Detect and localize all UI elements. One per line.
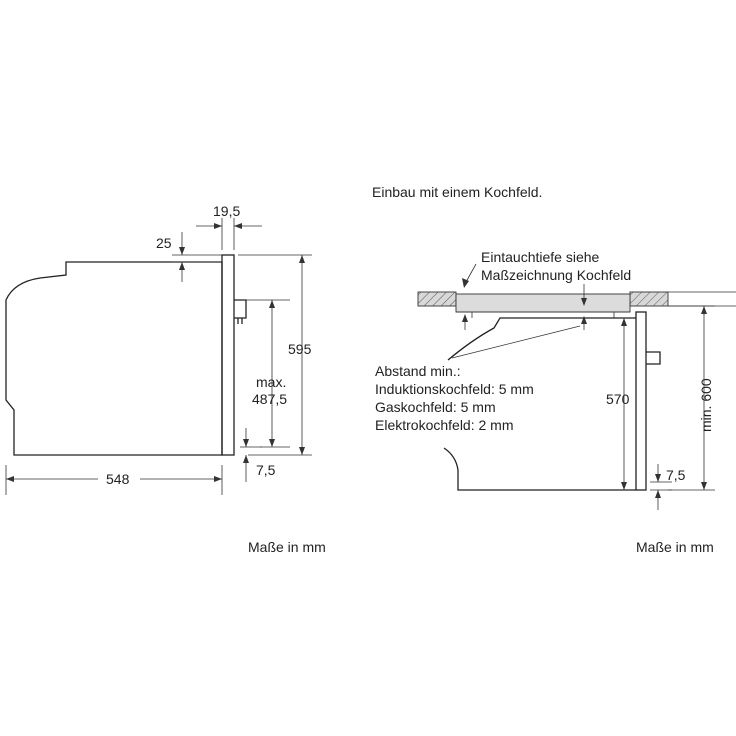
oven-installed-front <box>635 311 647 491</box>
oven-front-panel <box>221 254 235 456</box>
clearance-induction: Induktionskochfeld: 5 mm <box>375 381 534 397</box>
worktop-left <box>417 291 457 307</box>
dim-height: 595 <box>238 254 312 456</box>
oven-handle <box>234 299 247 319</box>
dim-min-height: min. 600 <box>668 305 715 491</box>
dim-max-label: max. <box>256 374 286 390</box>
dim-top-offset-label: 25 <box>156 235 172 251</box>
dim-installed-height-label: 570 <box>606 391 630 407</box>
oven-body-outline <box>5 261 223 456</box>
dim-height-label: 595 <box>288 341 312 357</box>
note-line2: Maßzeichnung Kochfeld <box>481 267 631 283</box>
dim-front-width: 19,5 <box>196 203 262 250</box>
clearance-gas: Gaskochfeld: 5 mm <box>375 399 496 415</box>
dim-depth: 548 <box>5 465 223 495</box>
clearance-electric: Elektrokochfeld: 2 mm <box>375 417 514 433</box>
units-note-right: Maße in mm <box>636 539 714 555</box>
oven-installed-outline <box>447 317 636 361</box>
dim-max: max. 487,5 <box>246 299 290 448</box>
dim-bottom-offset-right-label: 7,5 <box>666 467 686 483</box>
dim-max-value: 487,5 <box>252 391 287 407</box>
oven-installed-handle <box>646 351 661 365</box>
dim-top-offset: 25 <box>156 232 222 282</box>
dim-depth-label: 548 <box>106 471 130 487</box>
cooktop-assembly <box>417 291 736 318</box>
dim-front-width-label: 19,5 <box>213 203 240 219</box>
note-line1: Eintauchtiefe siehe <box>481 249 600 265</box>
dim-min-height-label: min. 600 <box>698 378 714 432</box>
worktop-right <box>629 291 669 307</box>
dim-bottom-offset-right: 7,5 <box>650 464 686 510</box>
oven-side-view <box>5 254 247 456</box>
dim-installed-height: 570 <box>606 318 630 490</box>
oven-installed-view <box>443 311 661 491</box>
immersion-depth-note: Eintauchtiefe siehe Maßzeichnung Kochfel… <box>451 249 631 359</box>
cooktop <box>455 293 631 313</box>
right-diagram-title: Einbau mit einem Kochfeld. <box>372 184 542 200</box>
units-note-left: Maße in mm <box>248 539 326 555</box>
clearance-title: Abstand min.: <box>375 363 461 379</box>
dim-bottom-offset-left-label: 7,5 <box>256 462 276 478</box>
dim-bottom-offset-left: 7,5 <box>240 428 276 482</box>
